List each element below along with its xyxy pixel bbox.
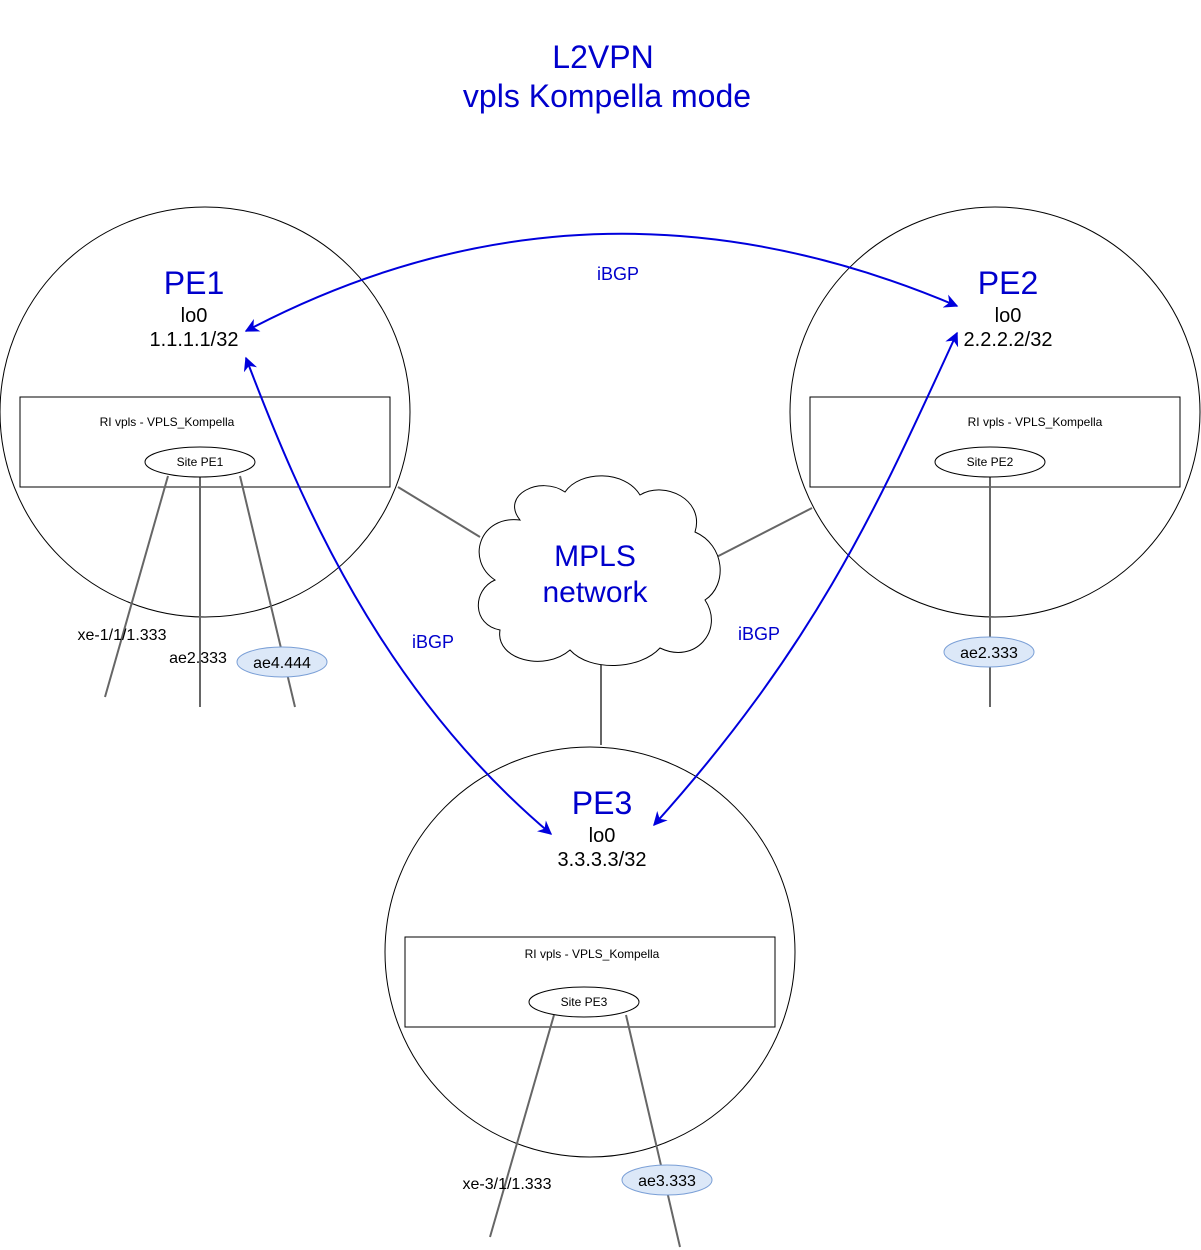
pe3-lo-address: 3.3.3.3/32 (558, 849, 647, 871)
pe1-lo-address: 1.1.1.1/32 (150, 329, 239, 351)
pe3-routing-instance-label: RI vpls - VPLS_Kompella (525, 947, 660, 961)
ibgp-arrow-pe2-pe3 (653, 331, 959, 827)
ibgp-arrow-pe1-pe3 (243, 356, 553, 835)
pe1-name: PE1 (164, 265, 224, 301)
pe3-site-label: Site PE3 (561, 995, 608, 1009)
pe2-lo-label: lo0 (995, 305, 1022, 327)
ibgp-label-pe2-pe3: iBGP (738, 624, 780, 644)
pe3-lo-label: lo0 (589, 825, 616, 847)
pe3-attach-xe (489, 1014, 555, 1238)
link-pe1-mpls (397, 486, 481, 538)
ibgp-label-pe1-pe3: iBGP (412, 632, 454, 652)
diagram-subtitle: vpls Kompella mode (463, 78, 751, 114)
pe1-attach-xe (104, 475, 169, 698)
pe1-routing-instance-label: RI vpls - VPLS_Kompella (100, 415, 235, 429)
pe3-interface-xe: xe-3/1/1.333 (463, 1176, 552, 1193)
pe1-interface-ae4: ae4.444 (253, 655, 311, 672)
pe3-attach-ae3 (625, 1014, 681, 1248)
pe1-site-label: Site PE1 (177, 455, 224, 469)
pe3-interface-ae3-tag (621, 1164, 713, 1196)
pe1-lo-label: lo0 (181, 305, 208, 327)
pe2-routing-instance-label: RI vpls - VPLS_Kompella (968, 415, 1103, 429)
pe3-site (528, 986, 640, 1018)
diagram-title: L2VPN (552, 39, 653, 75)
mpls-cloud-label: MPLS (554, 540, 636, 573)
pe3-interface-ae3: ae3.333 (638, 1173, 696, 1190)
ibgp-arrow-pe1-pe2 (244, 232, 959, 332)
pe1-interface-ae2: ae2.333 (169, 650, 227, 667)
pe3-name: PE3 (572, 785, 632, 821)
pe2-name: PE2 (978, 265, 1038, 301)
pe2-interface-ae2: ae2.333 (960, 645, 1018, 662)
router-pe3 (384, 746, 796, 1158)
pe2-lo-address: 2.2.2.2/32 (964, 329, 1053, 351)
pe2-site-label: Site PE2 (967, 455, 1014, 469)
ibgp-label-pe1-pe2: iBGP (597, 264, 639, 284)
pe1-interface-xe: xe-1/1/1.333 (78, 627, 167, 644)
mpls-cloud-label-2: network (542, 576, 648, 609)
